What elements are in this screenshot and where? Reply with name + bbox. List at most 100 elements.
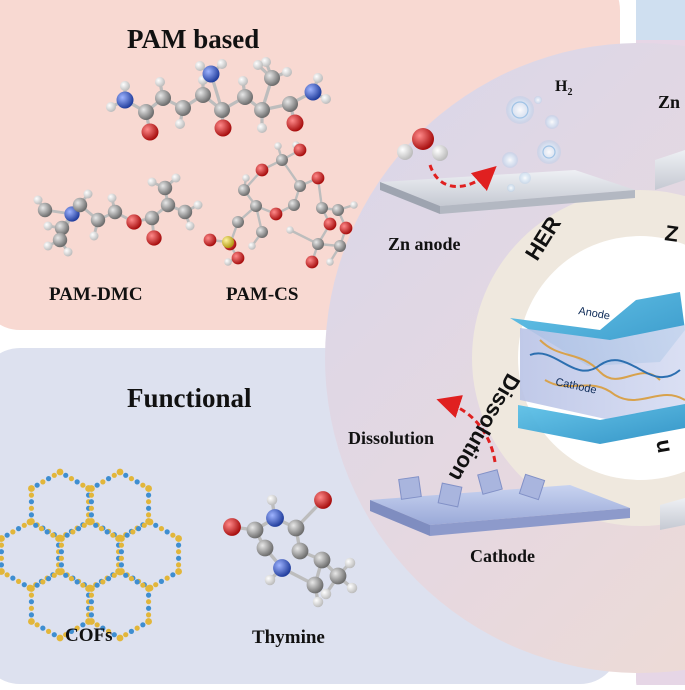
atom-H xyxy=(185,221,195,231)
cof-link-atom xyxy=(88,592,95,598)
atom-H xyxy=(264,574,276,586)
atom-H xyxy=(313,73,323,83)
cof-node xyxy=(175,568,182,575)
cof-link-atom xyxy=(134,579,140,585)
atom-C xyxy=(144,210,160,226)
atom-H xyxy=(33,195,43,205)
cof-link-atom xyxy=(63,632,69,638)
atom-O xyxy=(305,255,319,269)
cof-link-atom xyxy=(51,472,57,478)
cof-link-atom xyxy=(75,526,82,532)
atom-C xyxy=(107,204,123,220)
cof-link-atom xyxy=(4,532,10,538)
atom-C xyxy=(160,197,176,213)
atom-C xyxy=(256,226,268,238)
atom-C xyxy=(312,238,324,250)
cof-node xyxy=(56,634,64,642)
atom-H xyxy=(224,258,232,266)
h2-bubbles xyxy=(502,96,561,192)
cof-link-atom xyxy=(80,622,86,628)
atom-C xyxy=(175,100,191,116)
cof-link-atom xyxy=(158,578,165,585)
atom-O xyxy=(126,214,142,230)
cof-link-atom xyxy=(28,505,35,511)
atom-H xyxy=(282,67,292,77)
cof-link-atom xyxy=(164,575,170,581)
cof-link-atom xyxy=(10,529,16,535)
thymine-label: Thymine xyxy=(252,627,325,648)
cof-link-atom xyxy=(28,592,35,598)
atom-C xyxy=(334,240,346,252)
atom-C xyxy=(256,539,274,557)
atom-H xyxy=(286,226,294,234)
atom-C xyxy=(294,180,306,192)
dissolution-arrow xyxy=(436,395,497,463)
functional-panel-title: Functional xyxy=(127,383,252,413)
pam-cs-label: PAM-CS xyxy=(226,284,299,305)
pam-panel-title: PAM based xyxy=(127,24,260,54)
cof-link-atom xyxy=(45,576,52,582)
atom-H xyxy=(242,174,250,182)
cof-link-atom xyxy=(28,492,35,498)
cof-link-atom xyxy=(80,482,86,488)
atom-H xyxy=(83,189,93,199)
cof-link-atom xyxy=(111,632,117,638)
ring-label-dissolution-cut: n xyxy=(648,438,675,456)
atom-H xyxy=(63,247,73,257)
cof-link-atom xyxy=(40,579,46,585)
cof-node xyxy=(58,535,65,542)
cof-node xyxy=(88,618,95,625)
cof-link-atom xyxy=(105,576,112,582)
cof-link-atom xyxy=(145,505,152,511)
atom-H xyxy=(350,201,358,209)
cof-link-atom xyxy=(38,526,45,532)
cof-link-atom xyxy=(123,572,129,578)
atom-O xyxy=(293,143,307,157)
cof-link-atom xyxy=(145,512,152,518)
cof-link-atom xyxy=(141,522,147,528)
cof-link-atom xyxy=(74,625,80,631)
atom-O xyxy=(286,114,304,132)
cof-link-atom xyxy=(130,529,136,535)
cof-link-atom xyxy=(34,622,40,628)
cof-link-atom xyxy=(134,625,140,631)
cof-link-atom xyxy=(145,592,152,598)
atom-H xyxy=(312,596,324,608)
cof-link-atom xyxy=(110,532,116,538)
cof-node xyxy=(88,585,95,592)
cof-link-atom xyxy=(28,499,35,505)
atom-H xyxy=(106,102,116,112)
atom-C xyxy=(246,521,264,539)
atom-C xyxy=(72,197,88,213)
cof-link-atom xyxy=(140,582,146,588)
atom-C xyxy=(329,567,347,585)
cof-link-atom xyxy=(134,479,140,485)
cof-node xyxy=(88,485,95,492)
cof-node xyxy=(26,518,34,526)
cof-link-atom xyxy=(45,476,52,482)
cof-link-atom xyxy=(15,526,22,532)
cathode-slab xyxy=(370,485,630,536)
cof-link-atom xyxy=(58,542,65,548)
atom-N xyxy=(304,83,322,101)
cof-link-atom xyxy=(10,575,16,581)
atom-C xyxy=(138,104,154,120)
atom-H xyxy=(253,60,263,70)
atom-H xyxy=(120,81,130,91)
cofs-label: COFs xyxy=(65,625,113,646)
cof-link-atom xyxy=(170,532,176,538)
atom-H xyxy=(193,200,203,210)
cof-link-atom xyxy=(118,549,125,555)
atom-H xyxy=(175,119,185,129)
cof-link-atom xyxy=(118,562,125,568)
cof-link-atom xyxy=(80,582,86,588)
atom-H xyxy=(217,59,227,69)
cof-link-atom xyxy=(175,542,182,548)
cof-link-atom xyxy=(63,472,69,478)
cof-link-atom xyxy=(45,628,52,635)
cof-node xyxy=(145,585,152,592)
thymine-molecule xyxy=(223,491,358,608)
cof-link-atom xyxy=(68,628,75,635)
atom-C xyxy=(264,70,280,86)
cof-link-atom xyxy=(34,582,40,588)
